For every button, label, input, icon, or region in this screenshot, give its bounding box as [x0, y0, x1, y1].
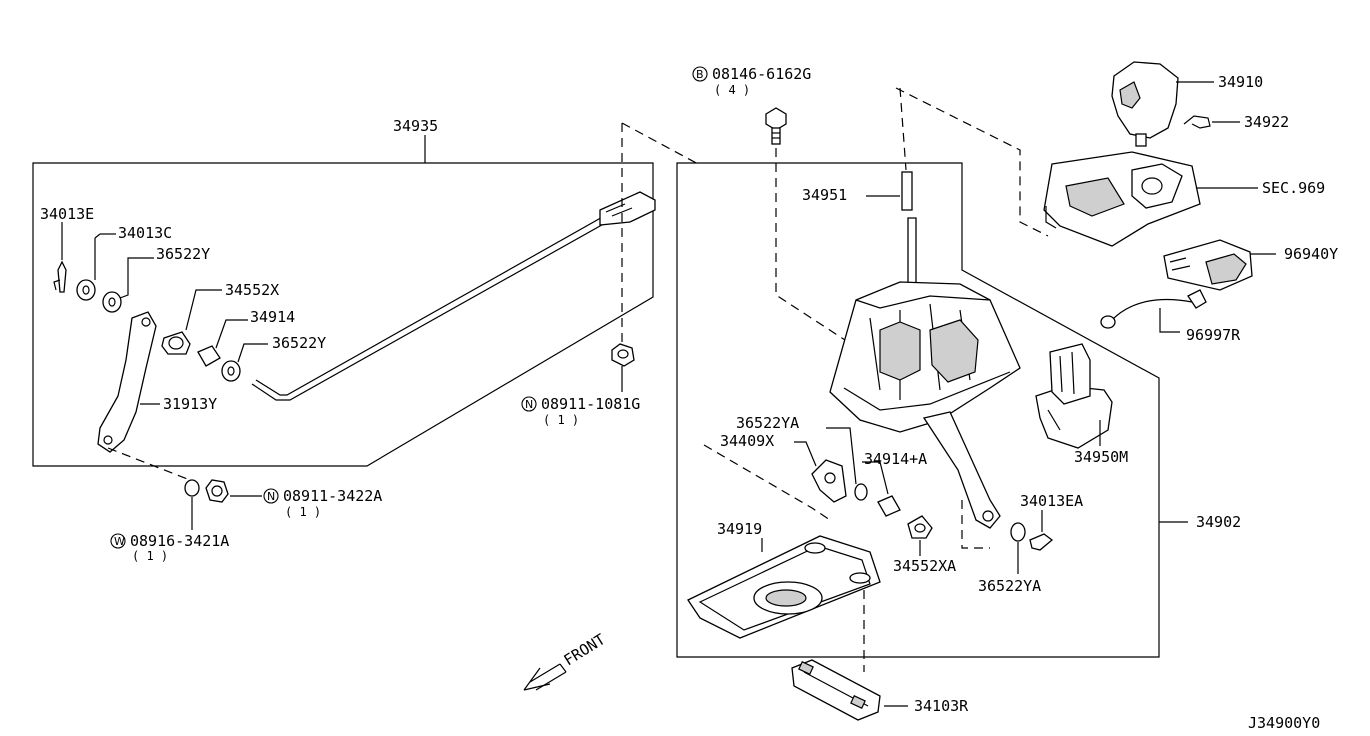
label-31913Y: 31913Y — [163, 395, 217, 413]
qty-08911-3422A: ( 1 ) — [285, 505, 321, 519]
washer-36522Y-b — [221, 360, 241, 382]
washer-34013C — [76, 279, 96, 301]
label-34919: 34919 — [717, 520, 762, 538]
switch-96940Y — [1163, 239, 1253, 291]
label-36522YA-b: 36522YA — [978, 577, 1041, 595]
clip-34013E — [53, 260, 67, 293]
washer-36522Y-a — [102, 291, 122, 313]
qty-08146-6162G: ( 4 ) — [714, 83, 750, 97]
harness-96997R — [1100, 289, 1207, 329]
label-36522YA-a: 36522YA — [736, 414, 799, 432]
label-08916-3421A: 08916-3421A — [130, 532, 229, 550]
label-96997R: 96997R — [1186, 326, 1241, 344]
label-34013C: 34013C — [118, 224, 172, 242]
bushing-34552XA — [907, 515, 933, 539]
solenoid-34950M — [1035, 343, 1113, 449]
clip-34013EA — [1029, 533, 1054, 551]
bolt-marker-icon — [692, 66, 708, 82]
bracket-34409X — [811, 459, 847, 503]
label-36522Y-b: 36522Y — [272, 334, 326, 352]
label-08146-6162G: 08146-6162G — [712, 65, 811, 83]
label-34922: 34922 — [1244, 113, 1289, 131]
label-34951: 34951 — [802, 186, 847, 204]
qty-08916-3421A: ( 1 ) — [132, 549, 168, 563]
shifter-assembly-outline — [676, 162, 1160, 658]
nut-marker-icon-b — [521, 396, 537, 412]
shift-cable-rod — [251, 191, 656, 401]
pin-34951 — [901, 171, 913, 211]
diagram-id: J34900Y0 — [1248, 714, 1320, 732]
bolt-marker-letter: B — [696, 68, 704, 81]
front-arrow-icon — [523, 663, 567, 691]
label-34552X: 34552X — [225, 281, 279, 299]
label-34103R: 34103R — [914, 697, 969, 715]
label-34914: 34914 — [250, 308, 295, 326]
bracket-34103R — [791, 659, 881, 721]
label-34902: 34902 — [1196, 513, 1241, 531]
nut-08911-1081G — [611, 343, 635, 367]
bolt-08146-6162G — [765, 107, 787, 145]
nut-08911-3422A — [205, 479, 229, 503]
washer-marker-icon — [110, 533, 126, 549]
lever-31913Y — [97, 311, 157, 453]
knob-34910 — [1111, 61, 1179, 147]
washer-marker-letter: W — [114, 535, 125, 548]
label-36522Y-a: 36522Y — [156, 245, 210, 263]
washer-08916-3421A — [184, 479, 200, 497]
label-34409X: 34409X — [720, 432, 774, 450]
label-34935: 34935 — [393, 117, 438, 135]
washer-36522YA-b — [1010, 522, 1026, 542]
console-indicator-SEC969 — [1043, 151, 1201, 247]
label-34910: 34910 — [1218, 73, 1263, 91]
collar-34914 — [197, 345, 221, 367]
washer-36522YA-a — [854, 483, 868, 501]
label-34914A: 34914+A — [864, 450, 927, 468]
label-SEC969: SEC.969 — [1262, 179, 1325, 197]
label-34013EA: 34013EA — [1020, 492, 1083, 510]
collar-34914A — [877, 495, 901, 517]
bushing-34552X — [161, 331, 191, 355]
label-34013E: 34013E — [40, 205, 94, 223]
nut-marker-letter-a: N — [267, 490, 275, 503]
label-96940Y: 96940Y — [1284, 245, 1338, 263]
label-08911-3422A: 08911-3422A — [283, 487, 382, 505]
label-34552XA: 34552XA — [893, 557, 956, 575]
nut-marker-icon — [263, 488, 279, 504]
label-08911-1081G: 08911-1081G — [541, 395, 640, 413]
shifter-body-34902 — [829, 217, 1021, 529]
front-label: FRONT — [561, 630, 609, 669]
qty-08911-1081G: ( 1 ) — [543, 413, 579, 427]
label-34950M: 34950M — [1074, 448, 1128, 466]
base-plate-34919 — [687, 535, 881, 639]
clip-34922 — [1183, 115, 1211, 129]
cable-assembly-outline — [32, 162, 654, 467]
nut-marker-letter-b: N — [525, 398, 533, 411]
